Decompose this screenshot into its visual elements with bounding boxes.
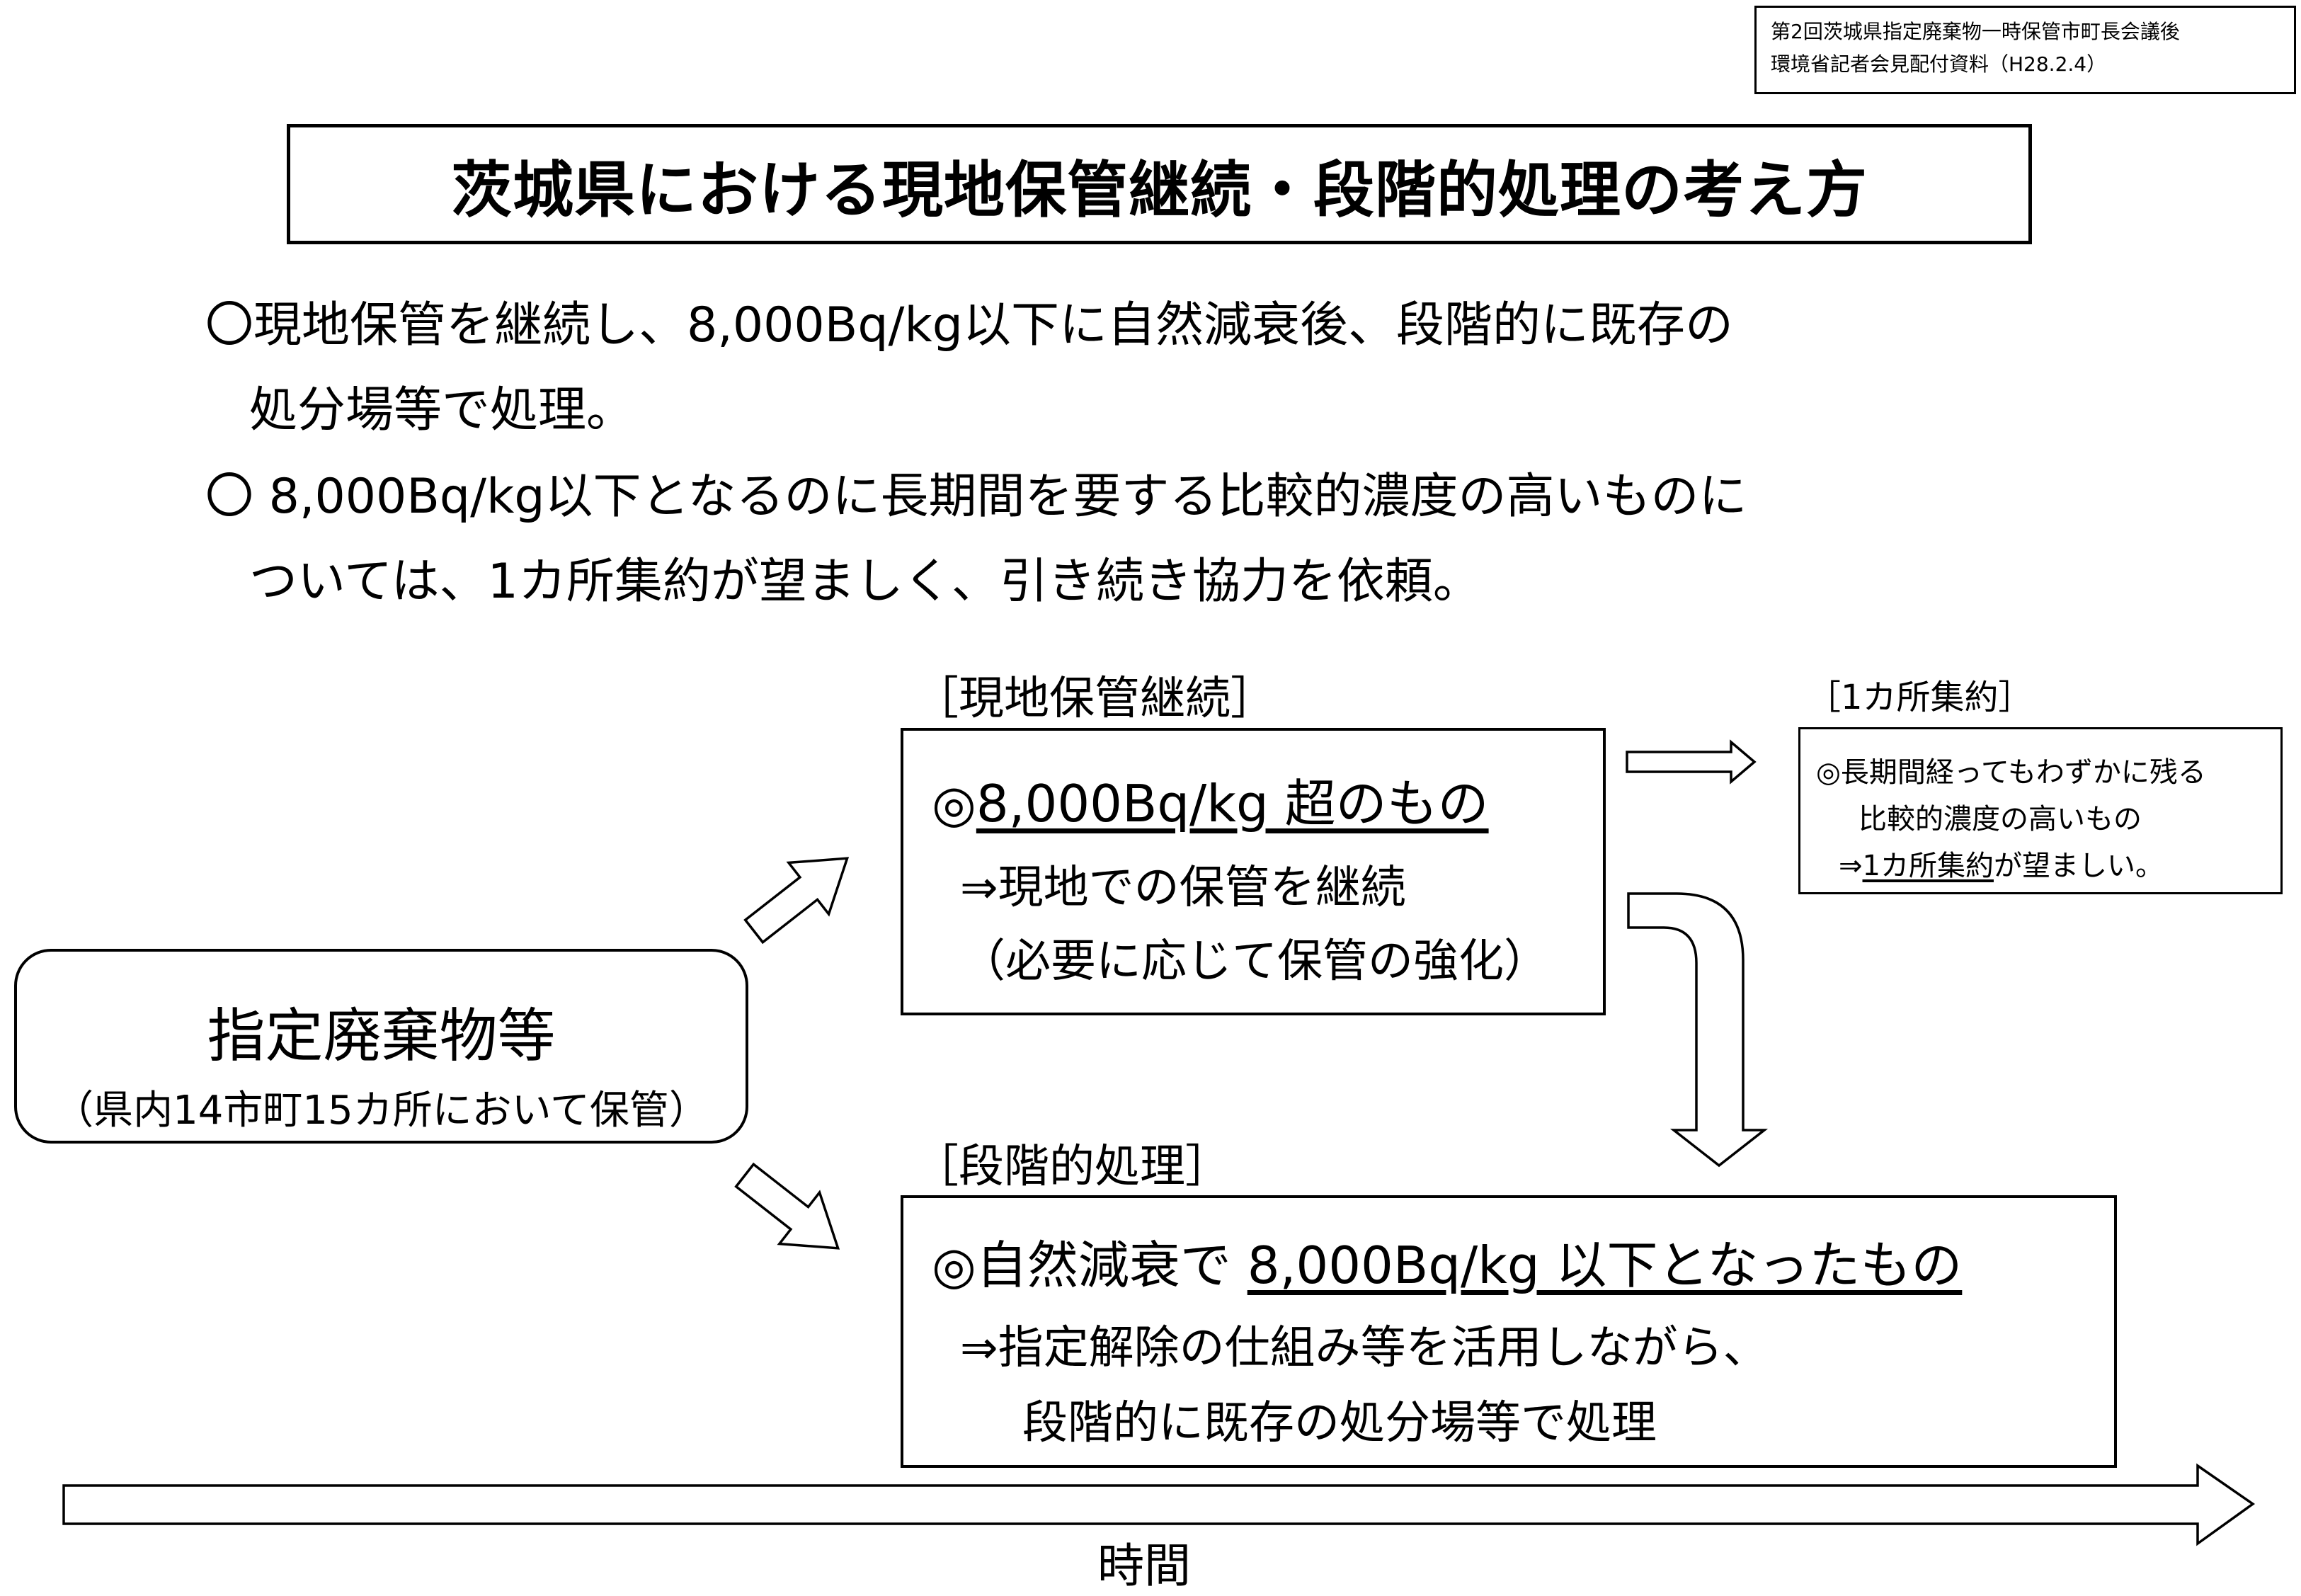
consolidation-arrow-prefix: ⇒ bbox=[1839, 850, 1863, 882]
header-note: 第2回茨城県指定廃棄物一時保管市町長会議後 環境省記者会見配付資料（H28.2.… bbox=[1754, 6, 2296, 94]
onsite-label: ［現地保管継続］ bbox=[913, 673, 1276, 725]
consolidation-line-1: ◎長期間経ってもわずかに残る bbox=[1816, 756, 2206, 789]
bullet-2-line-1: 〇 8,000Bq/kg以下となるのに長期間を要する比較的濃度の高いものに bbox=[205, 469, 1747, 525]
consolidation-suffix: が望ましい。 bbox=[1993, 850, 2164, 882]
staged-line-2: 段階的に既存の処分場等で処理 bbox=[1022, 1397, 1657, 1449]
onsite-line-2: （必要に応じて保管の強化） bbox=[960, 935, 1549, 988]
time-axis-label: 時間 bbox=[1097, 1539, 1191, 1593]
staged-box: ◎自然減衰で 8,000Bq/kg 以下となったもの ⇒指定解除の仕組み等を活用… bbox=[901, 1195, 2117, 1468]
staged-label: ［段階的処理］ bbox=[913, 1141, 1231, 1193]
bullet-2-line-2: ついては、1カ所集約が望ましく、引き続き協力を依頼。 bbox=[249, 554, 1481, 610]
consolidation-label: ［1カ所集約］ bbox=[1807, 678, 2033, 717]
arrow-onsite-to-staged bbox=[1627, 892, 1769, 1168]
bullet-2: 〇 8,000Bq/kg以下となるのに長期間を要する比較的濃度の高いものに つい… bbox=[205, 455, 1747, 625]
arrow-to-staged bbox=[734, 1162, 840, 1250]
consolidation-box: ◎長期間経ってもわずかに残る 比較的濃度の高いもの ⇒1カ所集約が望ましい。 bbox=[1798, 727, 2283, 894]
staged-heading-row: ◎自然減衰で 8,000Bq/kg 以下となったもの bbox=[932, 1224, 1962, 1298]
bullet-1-line-2: 処分場等で処理。 bbox=[249, 382, 635, 438]
consolidation-line-3: ⇒1カ所集約が望ましい。 bbox=[1839, 843, 2164, 884]
consolidation-underlined: 1カ所集約 bbox=[1862, 850, 1994, 882]
source-box: 指定廃棄物等 （県内14市町15カ所において保管） bbox=[14, 949, 748, 1144]
staged-line-1: ⇒指定解除の仕組み等を活用しながら、 bbox=[960, 1322, 1769, 1374]
header-note-line-1: 第2回茨城県指定廃棄物一時保管市町長会議後 bbox=[1771, 20, 2180, 43]
header-note-line-2: 環境省記者会見配付資料（H28.2.4） bbox=[1771, 52, 2107, 76]
onsite-box: ◎8,000Bq/kg 超のもの ⇒現地での保管を継続 （必要に応じて保管の強化… bbox=[901, 728, 1606, 1015]
title-box: 茨城県における現地保管継続・段階的処理の考え方 bbox=[287, 124, 2032, 244]
arrow-to-consolidation bbox=[1626, 739, 1757, 785]
consolidation-line-2: 比較的濃度の高いもの bbox=[1858, 803, 2142, 836]
onsite-line-1: ⇒現地での保管を継続 bbox=[960, 862, 1406, 914]
staged-mark: ◎自然減衰で bbox=[932, 1236, 1247, 1295]
staged-heading: 8,000Bq/kg 以下となったもの bbox=[1247, 1236, 1963, 1295]
onsite-heading: 8,000Bq/kg 超のもの bbox=[976, 774, 1489, 833]
onsite-heading-row: ◎8,000Bq/kg 超のもの bbox=[932, 762, 1489, 836]
time-axis-arrow bbox=[62, 1463, 2256, 1546]
source-subtitle: （県内14市町15カ所において保管） bbox=[54, 1088, 709, 1134]
page-title: 茨城県における現地保管継続・段階的処理の考え方 bbox=[451, 154, 1868, 226]
source-title: 指定廃棄物等 bbox=[207, 1003, 556, 1070]
bullet-1: 〇現地保管を継続し、8,000Bq/kg以下に自然減衰後、段階的に既存の 処分場… bbox=[205, 283, 1733, 453]
onsite-mark: ◎ bbox=[932, 774, 976, 833]
bullet-1-line-1: 〇現地保管を継続し、8,000Bq/kg以下に自然減衰後、段階的に既存の bbox=[205, 297, 1733, 353]
arrow-to-onsite bbox=[743, 857, 850, 945]
